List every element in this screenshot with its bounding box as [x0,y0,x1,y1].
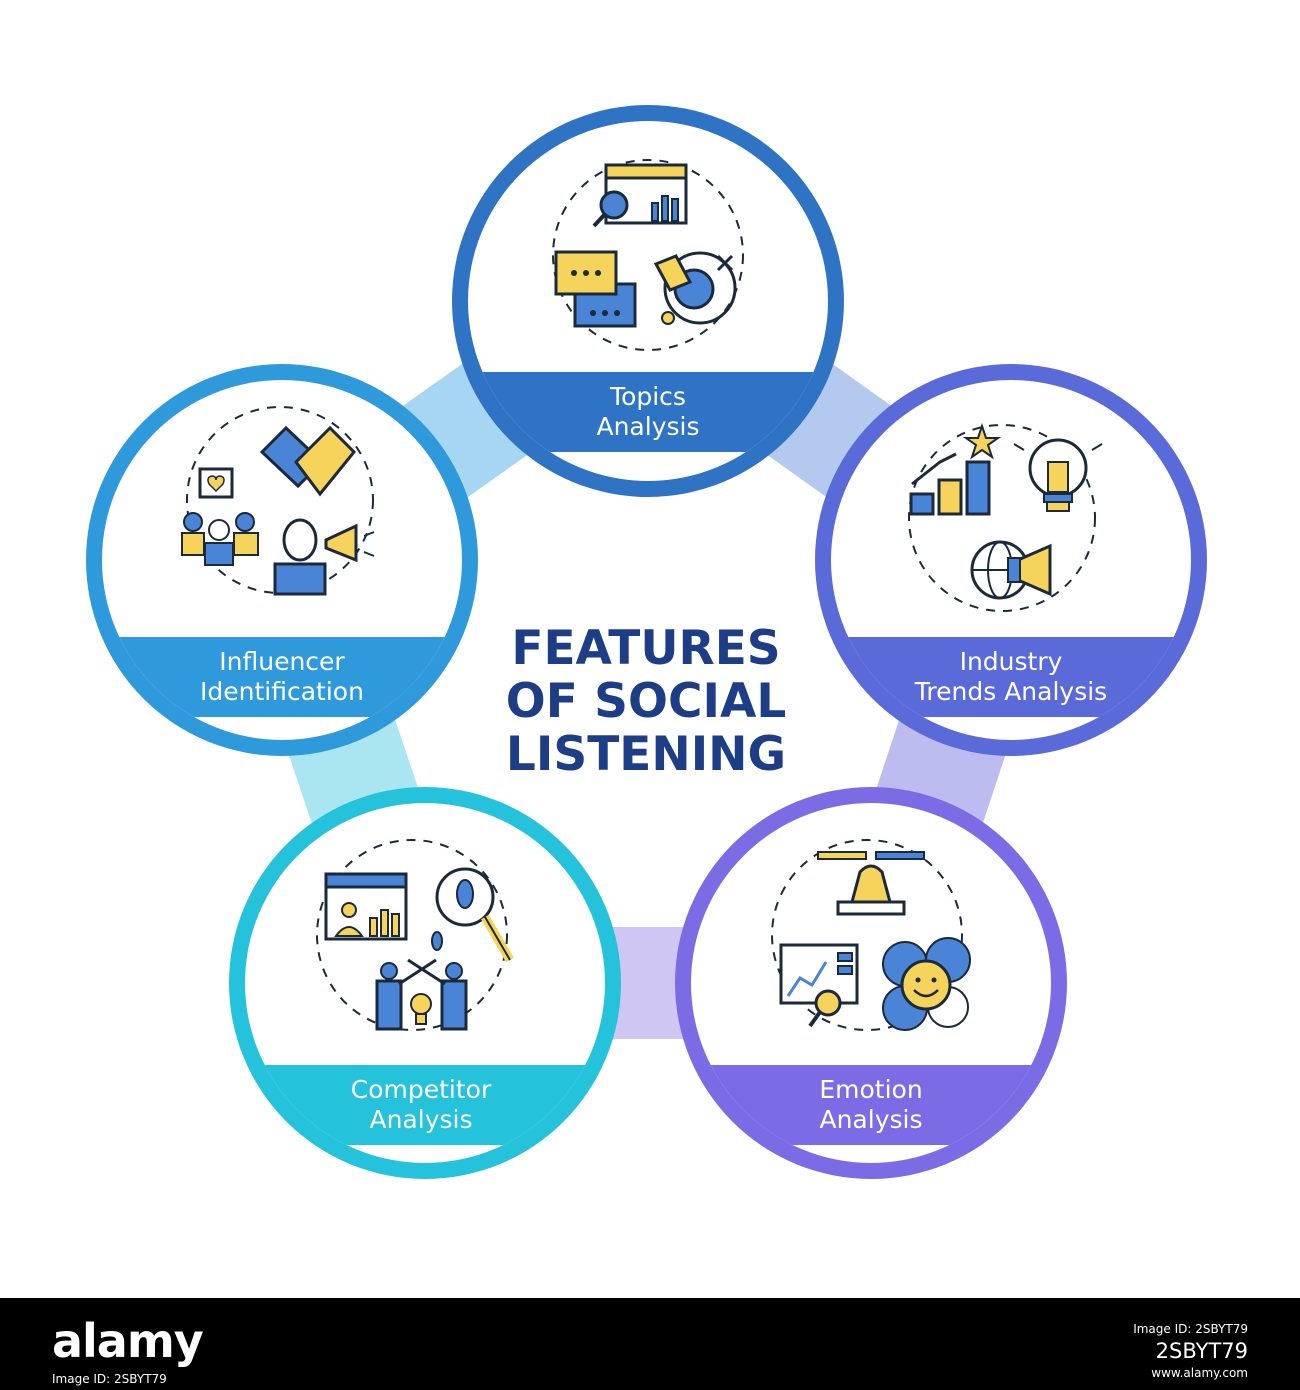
global-megaphone-icon [970,540,1052,600]
handshake-icon [259,425,357,497]
competitor-label-line1: Competitor [351,1075,492,1104]
footer-meta: Image ID: 2SBYT79 2SBYT79 www.alamy.com [1133,1322,1248,1380]
title-line-2: OF SOCIAL [506,674,787,729]
lightbulb-icon [1013,438,1103,512]
diagram-svg: Topics Analysis [86,105,1207,1179]
feature-industry: Industry Trends Analysis [815,364,1207,756]
emotion-label-line1: Emotion [819,1075,922,1104]
topics-label-line2: Analysis [596,412,699,441]
footer-url: www.alamy.com [1151,1366,1248,1380]
chat-bubbles-icon [554,250,637,328]
competitor-label-line2: Analysis [369,1105,472,1134]
emotion-label-line2: Analysis [819,1105,922,1134]
browser-report-icon [324,872,408,941]
feature-topics: Topics Analysis [452,105,844,497]
target-goal-icon [653,251,737,325]
feature-emotion: Emotion Analysis [675,787,1067,1179]
image-id: 2SBYT79 [1155,1339,1248,1363]
brand-logo: alamy [52,1314,204,1368]
watermark-footer [0,1298,1300,1390]
followers-like-icon [181,467,259,566]
industry-label-line1: Industry [960,647,1063,676]
influencer-label-line1: Influencer [219,647,345,676]
speaker-megaphone-icon [273,518,375,596]
footprint-search-icon [431,867,514,963]
fencing-rivals-icon [375,958,468,1031]
stock-id-small: Image ID: 2SBYT79 [52,1372,167,1386]
feature-influencer: Influencer Identification [86,364,478,756]
topics-label-line1: Topics [609,382,686,411]
influencer-label-line2: Identification [200,677,364,706]
emoji-faces-icon [882,937,971,1031]
report-magnifier-icon [779,943,859,1028]
industry-label-line2: Trends Analysis [914,677,1107,706]
browser-analytics-icon [592,163,688,228]
feature-competitor: Competitor Analysis [229,787,621,1179]
main-title: FEATURES OF SOCIAL LISTENING [506,621,787,782]
growth-chart-star-icon [909,422,1002,516]
balance-scale-icon [817,851,925,916]
image-id-label: Image ID: 2SBYT79 [1133,1322,1248,1336]
title-line-1: FEATURES [511,621,780,676]
title-line-3: LISTENING [506,727,786,782]
